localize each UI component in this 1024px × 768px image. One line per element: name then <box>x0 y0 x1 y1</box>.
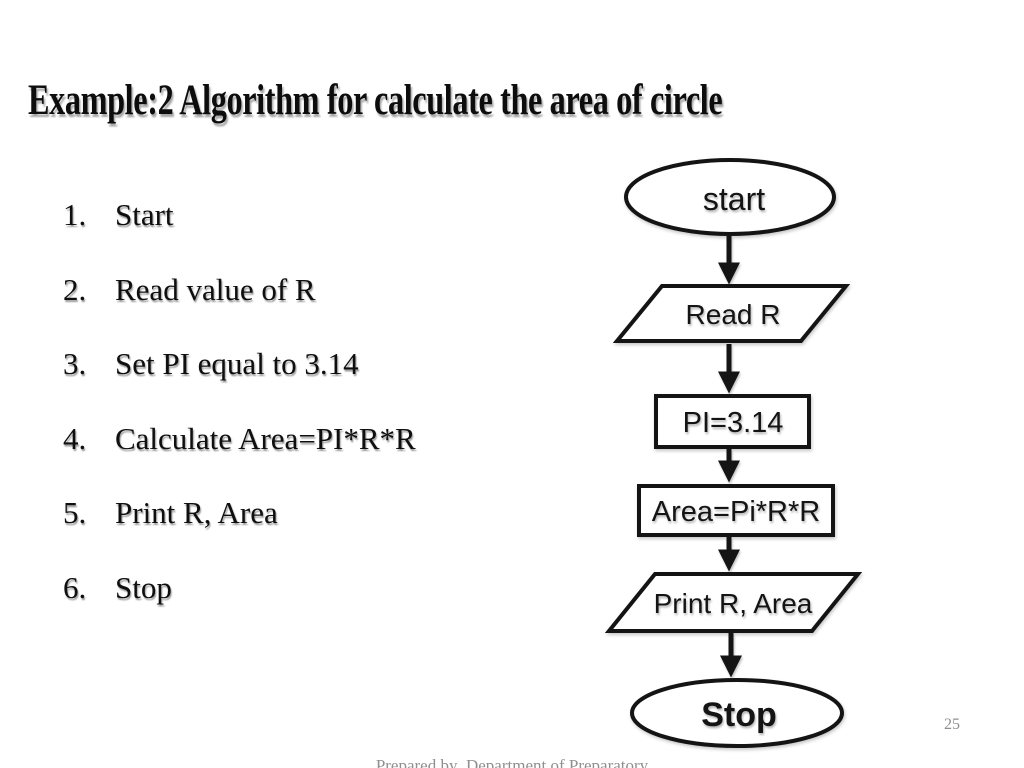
flowchart-start-label: start <box>703 181 765 217</box>
flowchart-read-label: Read R <box>686 299 781 330</box>
list-item-number: 3. <box>63 346 87 381</box>
flowchart-read-io <box>612 284 851 343</box>
list-item: 6. Stop <box>63 569 416 646</box>
flowchart-pi-label: PI=3.14 <box>683 407 784 439</box>
list-item-number: 1. <box>63 197 87 232</box>
list-item-text: Stop <box>115 569 172 605</box>
footer-text: Prepared by Department of Preparatory ye… <box>0 711 1024 768</box>
flowchart-start-terminator <box>624 158 836 236</box>
flowchart-print-io <box>604 572 863 633</box>
flowchart-pi-process <box>654 394 811 449</box>
list-item: 1. Start <box>63 197 416 273</box>
page-number: 25 <box>944 716 960 733</box>
list-item-number: 2. <box>63 271 87 307</box>
flowchart-area-process <box>637 484 835 537</box>
list-item-text: Set PI equal to 3.14 <box>115 346 359 381</box>
list-item-text: Read value of R <box>115 271 316 307</box>
list-item: 2. Read value of R <box>63 271 416 348</box>
list-item: 4. Calculate Area=PI*R*R <box>63 420 416 497</box>
list-item-number: 4. <box>63 420 87 456</box>
flowchart-stop-terminator <box>630 678 844 748</box>
algorithm-steps-list: 1. Start 2. Read value of R 3. Set PI eq… <box>63 197 416 646</box>
list-item-text: Calculate Area=PI*R*R <box>115 420 416 456</box>
flowchart-stop-label: Stop <box>701 696 777 734</box>
flowchart-print-label: Print R, Area <box>654 588 813 619</box>
list-item-number: 6. <box>63 569 87 605</box>
flowchart-area-label: Area=Pi*R*R <box>652 496 820 528</box>
slide-title: Example:2 Algorithm for calculate the ar… <box>28 77 723 124</box>
list-item: 5. Print R, Area <box>63 495 416 571</box>
list-item-text: Print R, Area <box>115 495 278 530</box>
list-item-text: Start <box>115 197 174 232</box>
footer-line-1: Prepared by Department of Preparatory <box>375 756 649 768</box>
list-item-number: 5. <box>63 495 87 530</box>
list-item: 3. Set PI equal to 3.14 <box>63 346 416 422</box>
